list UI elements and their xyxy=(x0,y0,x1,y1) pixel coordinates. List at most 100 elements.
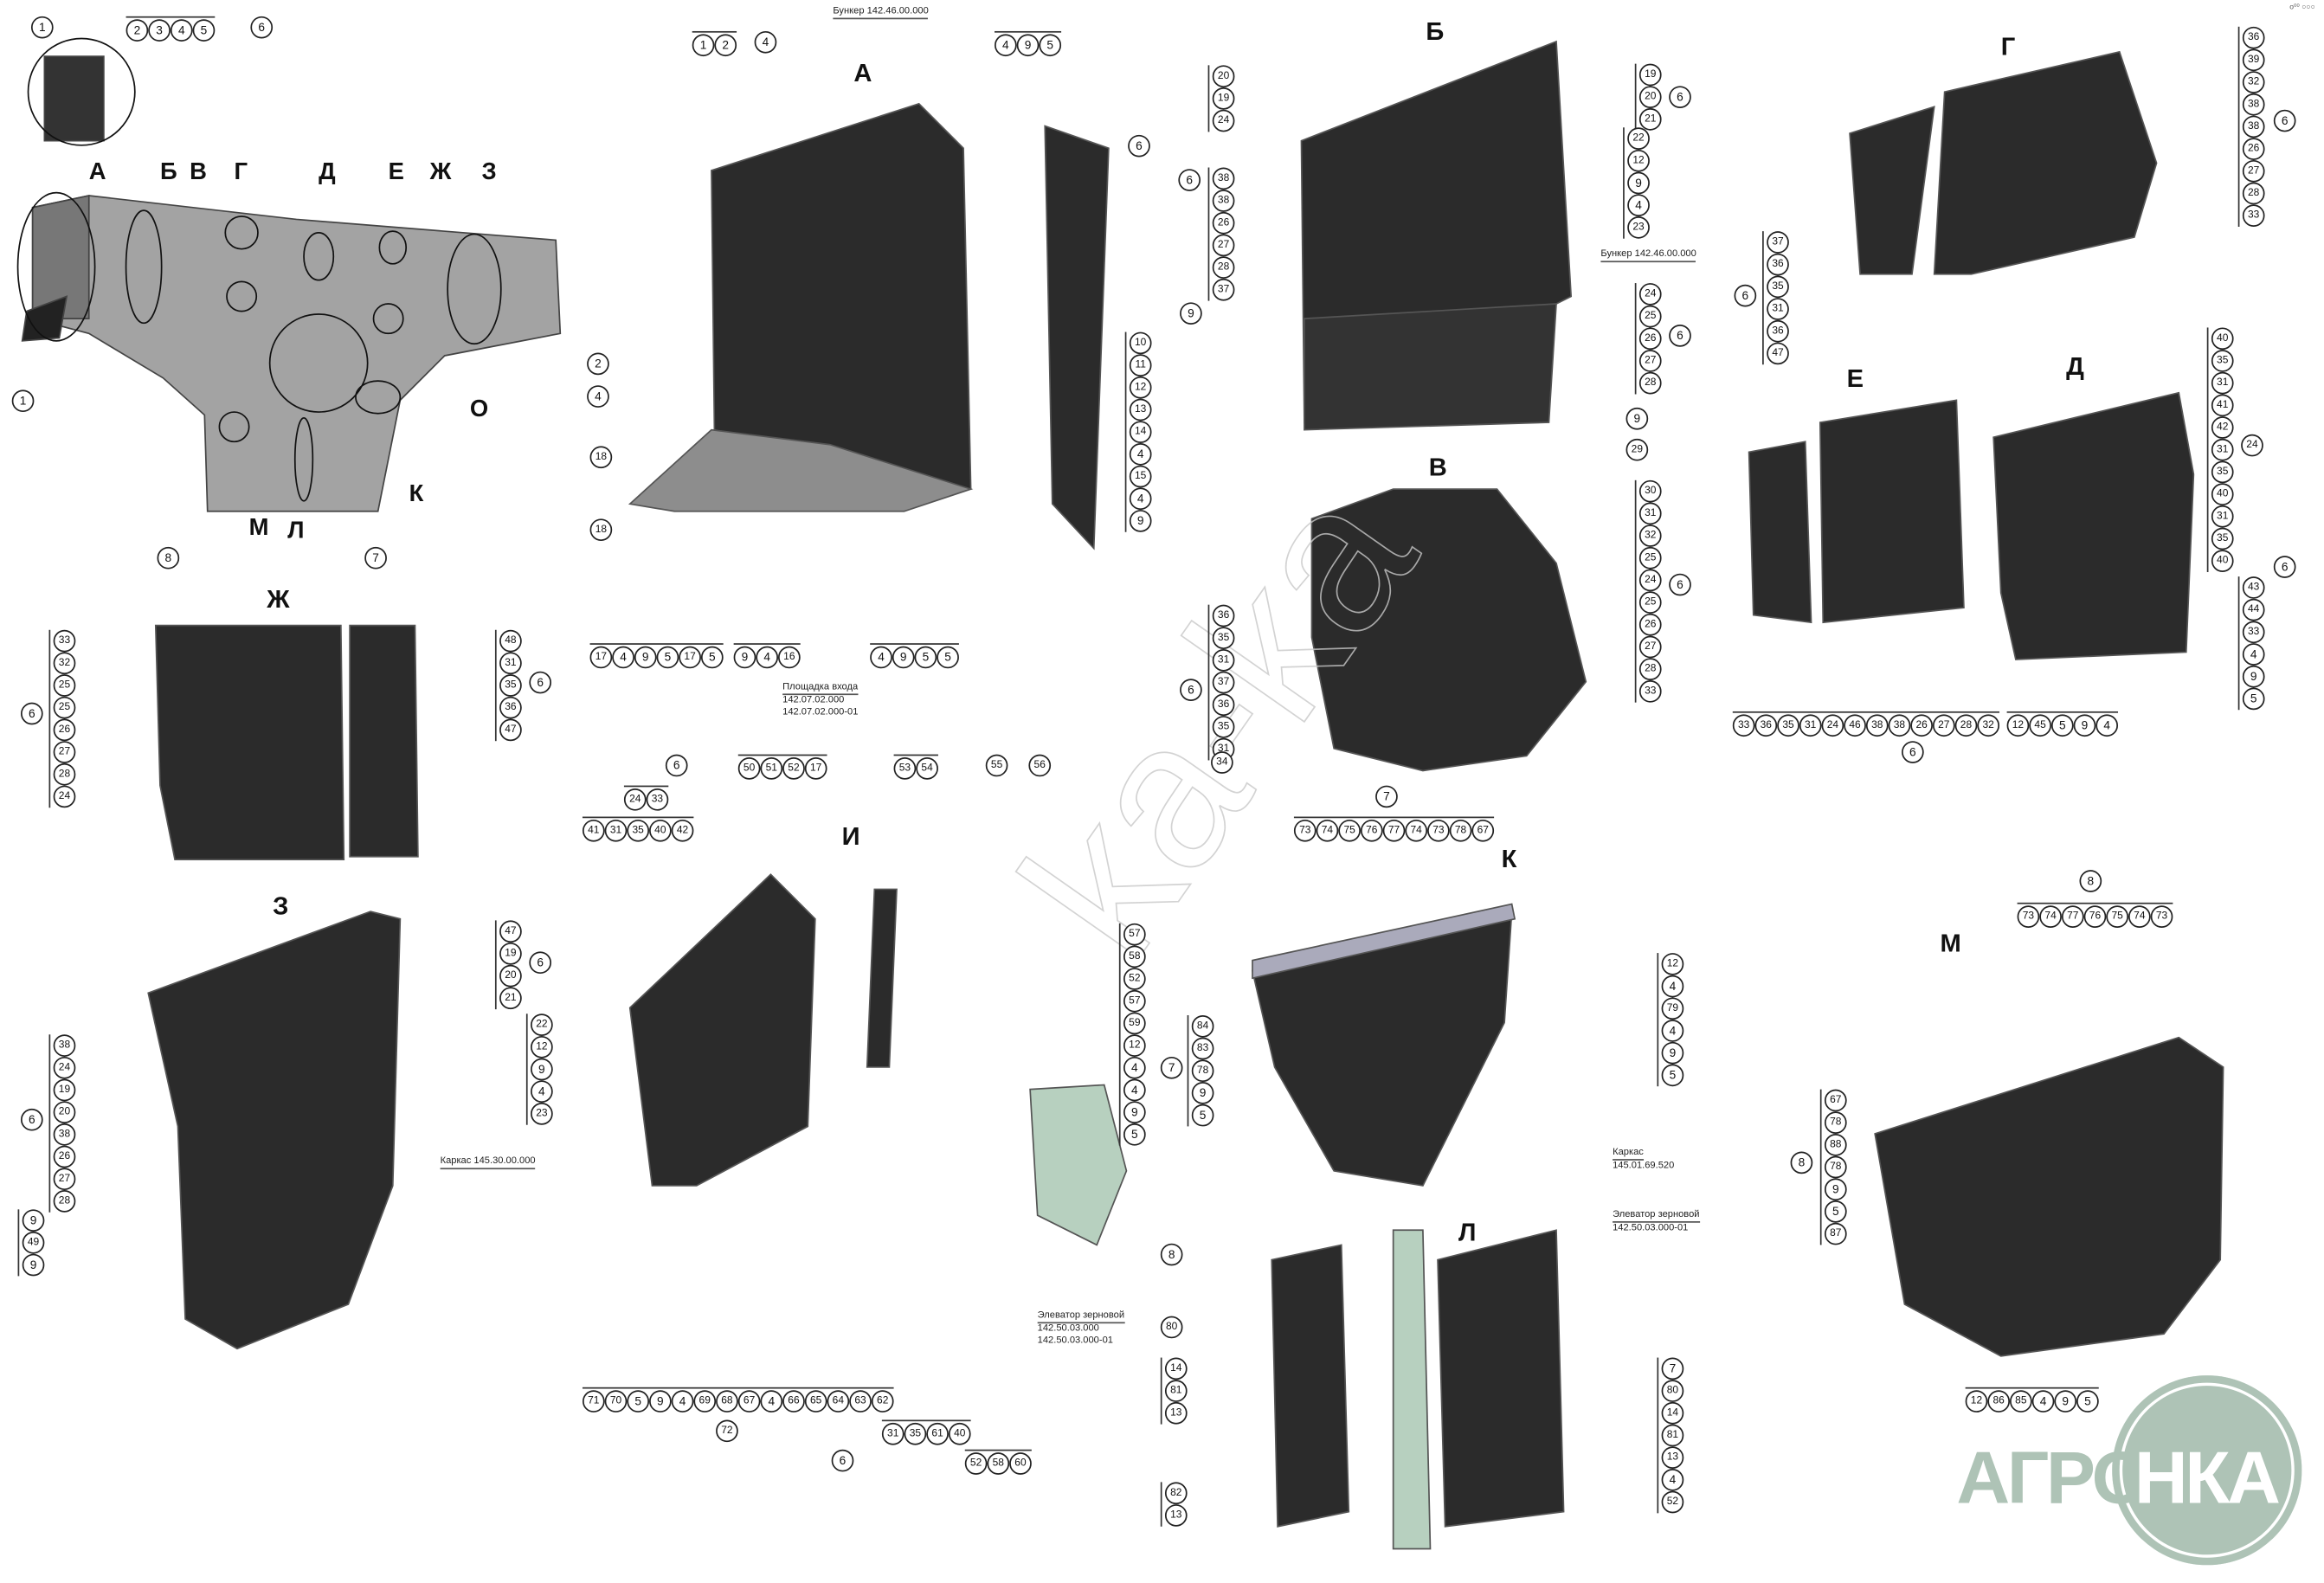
callout-bubble: 14 xyxy=(1164,1357,1188,1380)
callout-bubble: 47 xyxy=(499,718,522,742)
callout-bubble: 74 xyxy=(1405,819,1428,842)
callout-bubble: 40 xyxy=(2211,550,2234,572)
callout-bubble: 4 xyxy=(870,646,892,669)
callout-bubble: 33 xyxy=(53,629,76,653)
callout-bubble: 26 xyxy=(53,1145,76,1168)
callout-bubble: 28 xyxy=(1954,714,1978,737)
callout-bubble: 12 xyxy=(1123,1034,1146,1057)
callout-bubble: 79 xyxy=(1661,997,1684,1020)
callout-bubble: 6 xyxy=(250,16,274,39)
caption-text: Каркас 145.30.00.000 xyxy=(440,1156,536,1170)
callout-bubble: 73 xyxy=(1293,819,1317,842)
callout-bubble: 6 xyxy=(1178,169,1201,191)
callout-bubble: 5 xyxy=(700,646,724,669)
callout-group: 2 xyxy=(587,352,609,376)
caption-text: Элеватор зерновой xyxy=(1613,1209,1700,1223)
callout-bubble: 2 xyxy=(126,19,149,42)
callout-bubble: 9 xyxy=(733,646,756,669)
callout-bubble: 24 xyxy=(1212,109,1235,132)
callout-bubble: 64 xyxy=(827,1390,850,1412)
callout-bubble: 42 xyxy=(671,819,694,842)
view-title-e: Е xyxy=(1846,364,1864,393)
callout-bubble: 26 xyxy=(2242,138,2265,160)
callout-bubble: 35 xyxy=(2211,460,2234,484)
callout-bubble: 5 xyxy=(1039,34,1062,57)
callout-bubble: 6 xyxy=(1128,134,1150,158)
callout-bubble: 27 xyxy=(53,1168,76,1191)
callout-bubble: 62 xyxy=(871,1390,894,1412)
callout-bubble: 4 xyxy=(612,646,634,669)
callout-bubble: 25 xyxy=(53,696,76,719)
callout-bubble: 57 xyxy=(1123,923,1146,946)
callout-bubble: 5 xyxy=(656,646,679,669)
caption-frame-z: Каркас 145.30.00.000 xyxy=(440,1156,536,1170)
view-title-v: В xyxy=(1428,453,1447,482)
callout-bubble: 42 xyxy=(2211,416,2234,439)
callout-bubble: 39 xyxy=(2242,48,2265,72)
callout-bubble: 9 xyxy=(2073,714,2096,737)
callout-group: 6 xyxy=(1669,325,1691,347)
callout-bubble: 24 xyxy=(1638,569,1662,592)
callout-bubble: 27 xyxy=(53,741,76,763)
callout-bubble: 4 xyxy=(1661,1468,1684,1491)
callout-bubble: 26 xyxy=(1910,714,1933,737)
callout-bubble: 23 xyxy=(1627,216,1650,239)
callout-bubble: 35 xyxy=(2211,350,2234,372)
callout-bubble: 2 xyxy=(587,352,609,376)
callout-group: 24 xyxy=(2241,434,2263,457)
callout-bubble: 12 xyxy=(1661,953,1684,975)
callout-bubble: 71 xyxy=(582,1390,605,1412)
callout-bubble: 12 xyxy=(1129,376,1152,399)
callout-bubble: 9 xyxy=(1824,1178,1847,1201)
callout-bubble: 27 xyxy=(1932,714,1955,737)
caption-text: Бункер 142.46.00.000 xyxy=(1600,249,1696,263)
callout-group: 1 xyxy=(11,389,35,413)
callout-bubble: 5 xyxy=(2242,687,2265,711)
callout-bubble: 41 xyxy=(582,819,605,842)
callout-group: 6 xyxy=(529,671,552,694)
callout-bubble: 5 xyxy=(192,19,216,42)
callout-group: 6 xyxy=(1178,169,1201,191)
callout-group: 6 xyxy=(1128,134,1150,158)
callout-bubble: 4 xyxy=(2031,1390,2055,1412)
callout-bubble: 6 xyxy=(1180,679,1202,701)
callout-bubble: 5 xyxy=(1191,1104,1214,1127)
callout-bubble: 12 xyxy=(1627,149,1650,172)
callout-bubble: 9 xyxy=(1016,34,1040,57)
callout-bubble: 4 xyxy=(754,30,777,54)
callout-bubble: 4 xyxy=(1129,487,1152,511)
callout-bubble: 57 xyxy=(1123,989,1146,1013)
callout-bubble: 18 xyxy=(589,446,613,469)
overview-letter-o: О xyxy=(469,396,489,423)
callout-group: 6 xyxy=(20,702,43,725)
callout-bubble: 6 xyxy=(20,1108,43,1131)
callout-bubble: 23 xyxy=(531,1103,553,1125)
callout-bubble: 31 xyxy=(881,1422,904,1445)
callout-group: 6 xyxy=(2273,109,2296,132)
callout-bubble: 51 xyxy=(760,757,783,780)
callout-bubble: 24 xyxy=(1821,714,1844,737)
callout-bubble: 26 xyxy=(1638,613,1662,636)
callout-bubble: 38 xyxy=(1212,167,1235,190)
callout-bubble: 52 xyxy=(782,757,805,780)
callout-bubble: 20 xyxy=(1212,65,1235,88)
callout-bubble: 21 xyxy=(499,987,522,1010)
caption-text: 142.07.02.000-01 xyxy=(782,706,859,717)
callout-bubble: 52 xyxy=(1661,1490,1684,1514)
callout-bubble: 35 xyxy=(1212,627,1235,650)
callout-bubble: 6 xyxy=(1734,284,1757,307)
callout-bubble: 49 xyxy=(22,1232,45,1254)
callout-bubble: 37 xyxy=(1212,671,1235,694)
